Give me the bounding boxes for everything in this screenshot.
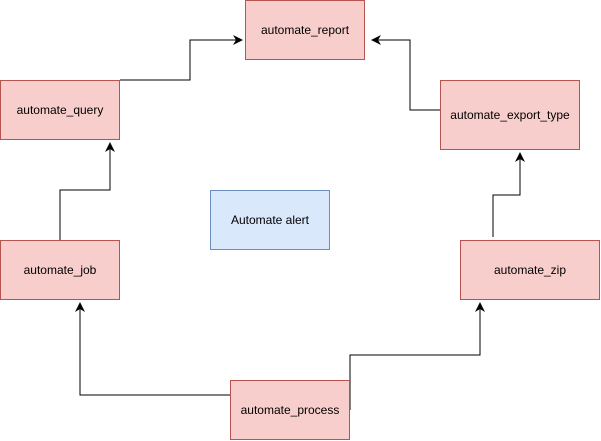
node-label: automate_process bbox=[240, 403, 340, 417]
node-automate-report[interactable]: automate_report bbox=[245, 0, 365, 60]
node-label: Automate alert bbox=[230, 213, 310, 227]
node-label: automate_job bbox=[23, 263, 97, 277]
node-automate-alert[interactable]: Automate alert bbox=[210, 190, 330, 250]
node-label: automate_report bbox=[260, 23, 350, 37]
node-automate-zip[interactable]: automate_zip bbox=[460, 240, 600, 300]
node-automate-job[interactable]: automate_job bbox=[0, 240, 120, 300]
edge-process-job bbox=[75, 302, 230, 396]
node-automate-process[interactable]: automate_process bbox=[230, 380, 350, 440]
node-label: automate_zip bbox=[493, 263, 567, 277]
edge-export-type-report bbox=[371, 35, 440, 111]
node-label: automate_query bbox=[16, 103, 104, 117]
edge-query-report bbox=[120, 35, 243, 81]
edge-job-query bbox=[59, 142, 115, 240]
node-label: automate_export_type bbox=[450, 108, 570, 122]
edge-process-zip bbox=[349, 302, 485, 410]
node-automate-export-type[interactable]: automate_export_type bbox=[440, 80, 580, 150]
node-automate-query[interactable]: automate_query bbox=[0, 80, 120, 140]
edge-zip-export-type bbox=[492, 152, 525, 237]
